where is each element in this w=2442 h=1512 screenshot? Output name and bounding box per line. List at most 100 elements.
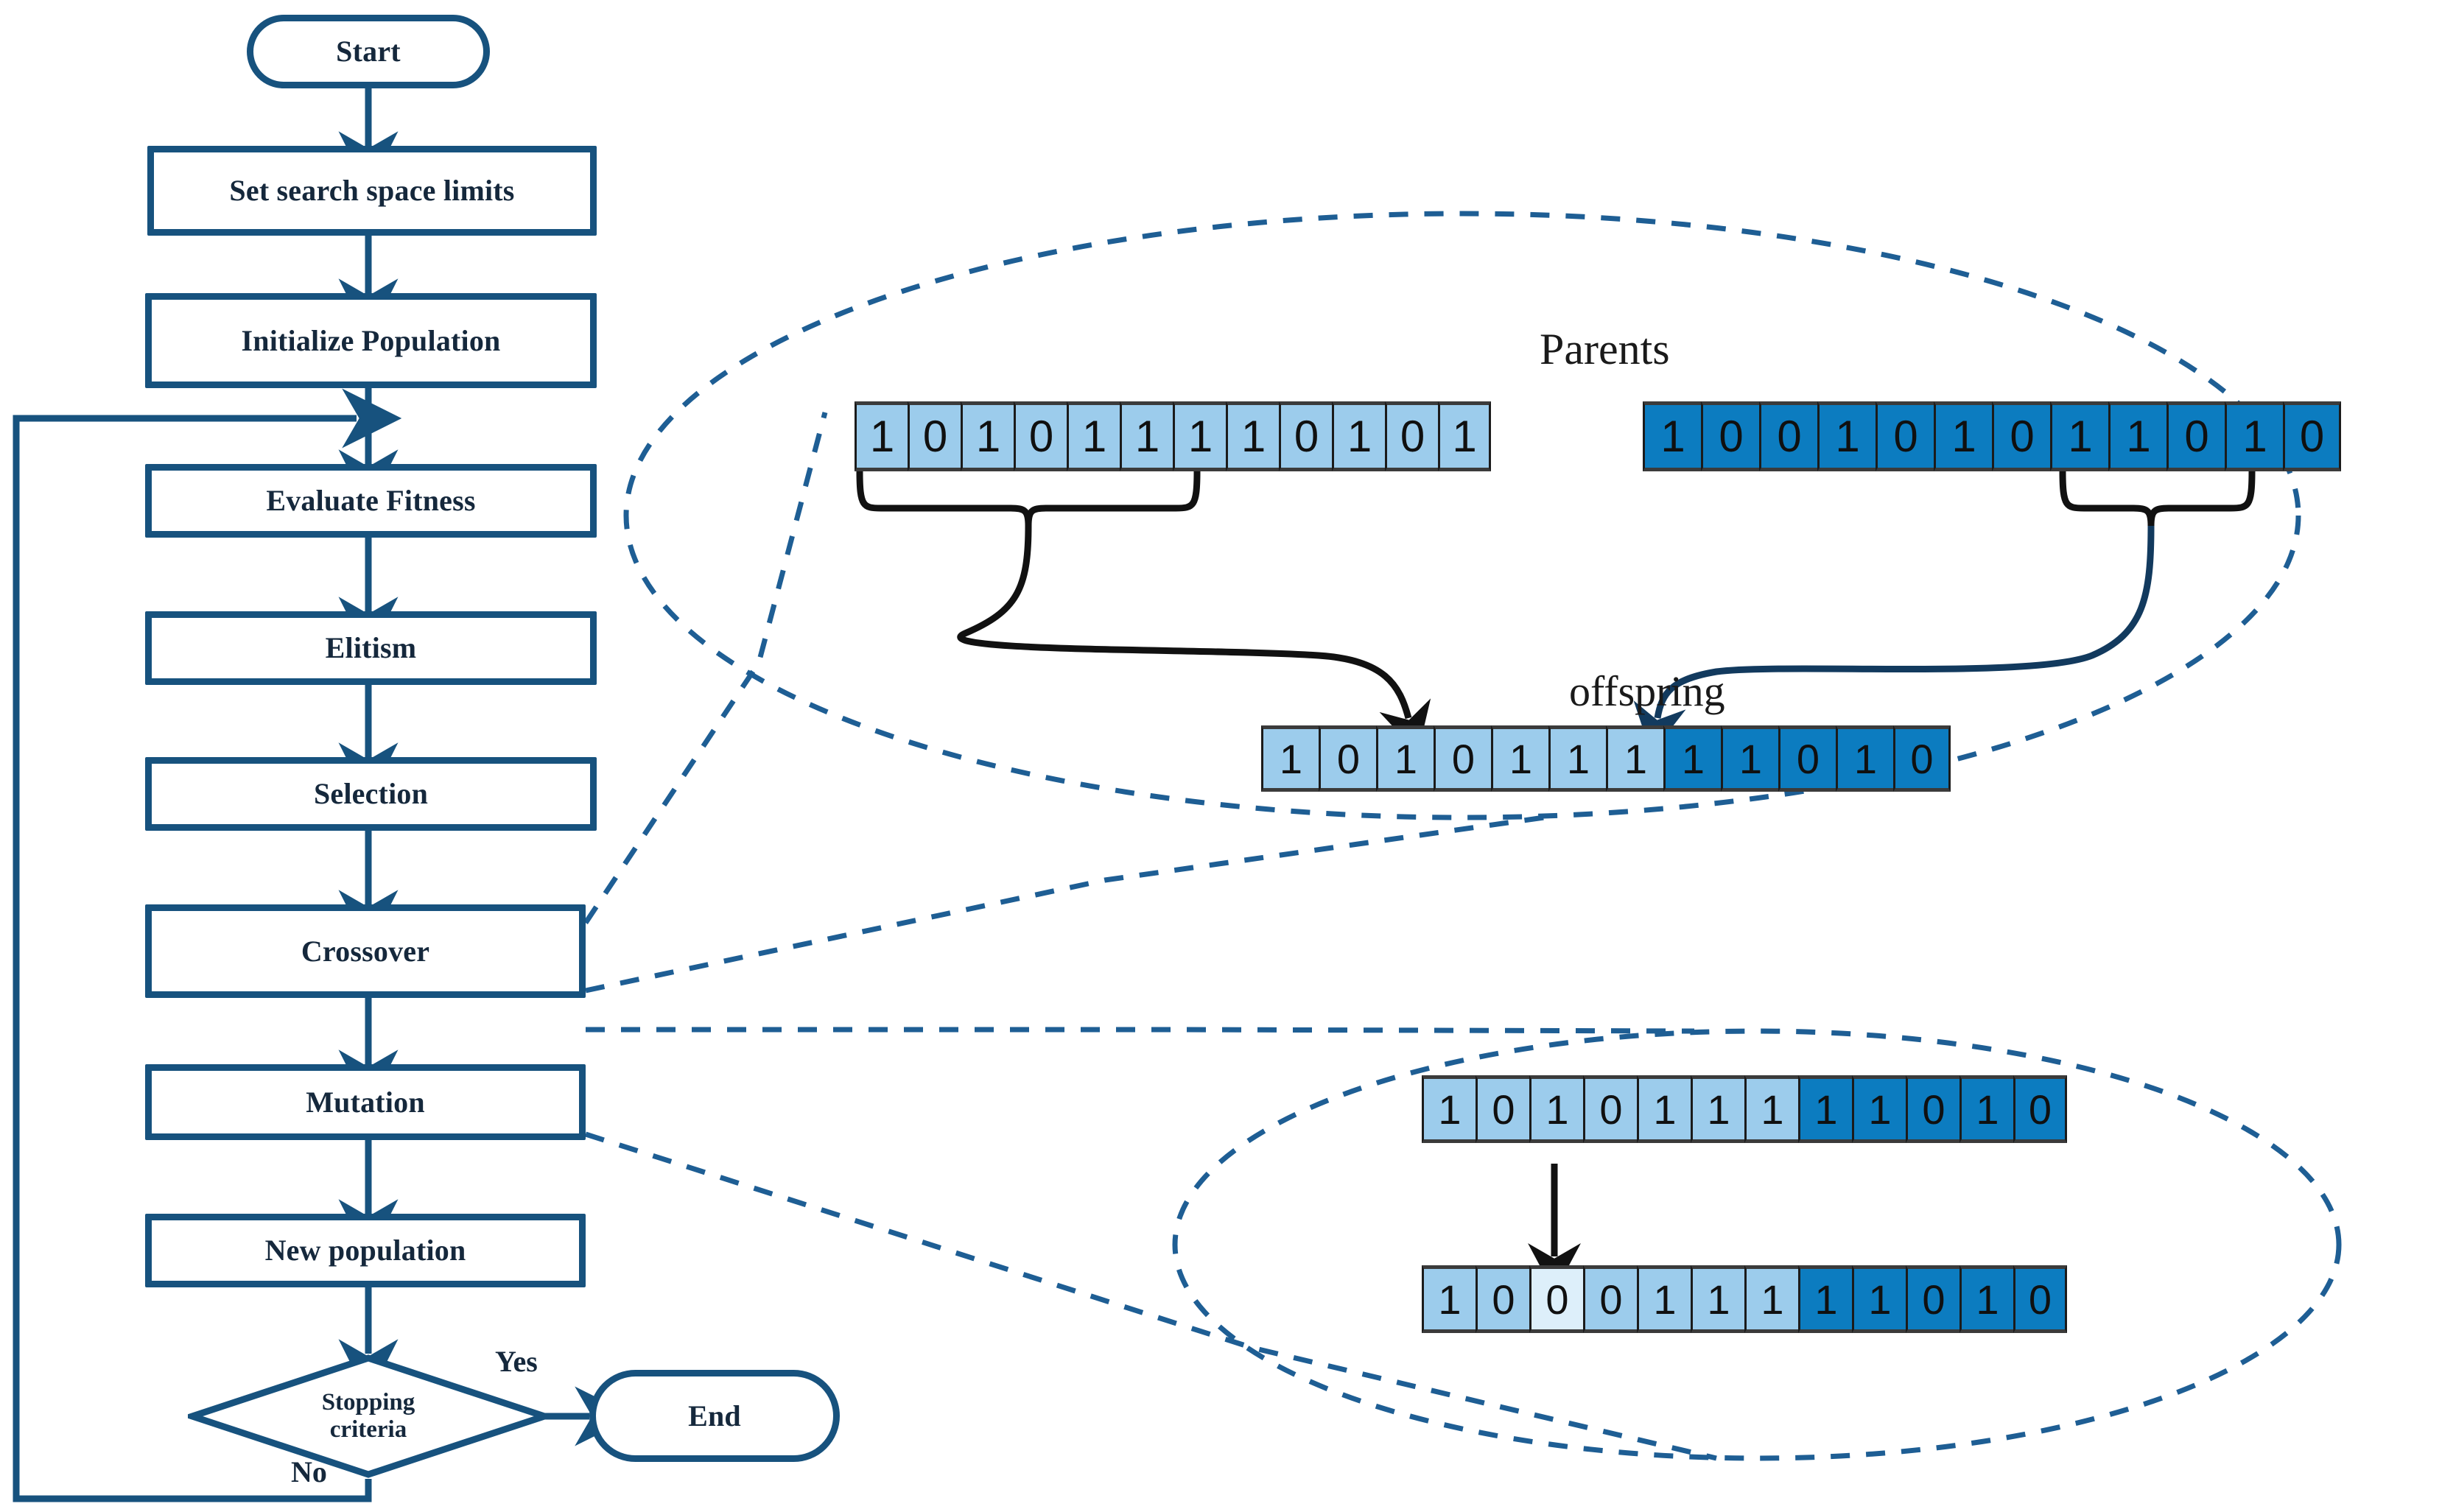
parent2-bit-6: 0 [1992,401,2050,471]
node-crossover[interactable]: Crossover [145,904,586,998]
node-selection-label: Selection [313,777,429,810]
parent1-bit-11: 1 [1438,401,1491,471]
parent2-bit-4: 0 [1876,401,1934,471]
mutation-after-bit-0: 1 [1422,1265,1476,1333]
node-end-label: End [688,1399,741,1432]
crossover-leader-bottom [585,813,1555,994]
parent1-bit-4: 1 [1067,401,1120,471]
node-newpop-label: New population [264,1234,466,1267]
offspring-bit-10: 1 [1836,725,1893,792]
parent2-bit-3: 1 [1817,401,1876,471]
mutation-after-bit-4: 1 [1637,1265,1691,1333]
parent1-bit-6: 1 [1173,401,1226,471]
node-crossover-label: Crossover [301,934,430,968]
parent2-bit-9: 0 [2166,401,2225,471]
offspring-label: offspring [1569,667,1725,716]
offspring-text: offspring [1569,667,1725,715]
node-init-label: Initialize Population [241,323,501,357]
offspring-bit-4: 1 [1491,725,1548,792]
parent2-to-offspring-arrow [1633,525,2155,754]
offspring-bit-6: 1 [1606,725,1663,792]
parent1-bit-1: 0 [908,401,961,471]
mutation-before-bit-11: 0 [2013,1075,2067,1143]
mutation-leader-top [586,1027,1695,1034]
parent1-bit-10: 0 [1385,401,1438,471]
mutation-before-bit-5: 1 [1691,1075,1744,1143]
offspring-bit-5: 1 [1548,725,1606,792]
mutation-before-bit-4: 1 [1637,1075,1691,1143]
mutation-after-bit-10: 1 [1959,1265,2013,1333]
parent1-to-offspring-arrow [957,525,1431,753]
parent1-bit-0: 1 [855,401,908,471]
parent1-bit-8: 0 [1279,401,1332,471]
parent2-bit-11: 0 [2283,401,2341,471]
mutation-after-bit-9: 0 [1906,1265,1959,1333]
mutation-before-bit-2: 1 [1529,1075,1583,1143]
mutation-before-bit-1: 0 [1476,1075,1529,1143]
mutation-after-bit-5: 1 [1691,1265,1744,1333]
mutation-before-bit-3: 0 [1583,1075,1637,1143]
offspring-bit-2: 1 [1376,725,1434,792]
parent1-bit-2: 1 [961,401,1014,471]
diamond-shape [188,1354,549,1478]
mutation-after-bit-6: 1 [1744,1265,1798,1333]
mutation-before-bit-9: 0 [1906,1075,1959,1143]
yes-text: Yes [495,1345,538,1378]
no-text: No [291,1455,327,1488]
parent1-brace [856,471,1201,527]
offspring-bit-8: 1 [1721,725,1778,792]
mutation-before-bit-7: 1 [1798,1075,1852,1143]
node-new-population[interactable]: New population [145,1214,586,1287]
node-elitism-label: Elitism [325,631,417,664]
parent2-bit-5: 1 [1934,401,1992,471]
mutation-after-bit-8: 1 [1852,1265,1906,1333]
node-initialize-population[interactable]: Initialize Population [145,293,597,388]
node-mutation-label: Mutation [306,1085,425,1119]
parent1-bit-9: 1 [1332,401,1385,471]
offspring-bit-11: 0 [1893,725,1951,792]
parent1-bit-7: 1 [1226,401,1279,471]
parents-label: Parents [1540,324,1670,375]
offspring-bit-3: 0 [1434,725,1491,792]
mutation-before-bit-8: 1 [1852,1075,1906,1143]
parent2-bit-1: 0 [1701,401,1759,471]
node-selection[interactable]: Selection [145,757,597,831]
node-evaluate-label: Evaluate Fitness [266,484,476,517]
parent2-bit-10: 1 [2225,401,2283,471]
mutation-after-bit-2: 0 [1529,1265,1583,1333]
mutation-after-bit-7: 1 [1798,1265,1852,1333]
parent2-bit-2: 0 [1759,401,1817,471]
mutation-after-bit-1: 0 [1476,1265,1529,1333]
node-start-label: Start [336,35,401,68]
crossover-leader-top [583,412,828,924]
mutation-before-bit-10: 1 [1959,1075,2013,1143]
node-end[interactable]: End [589,1370,840,1462]
parent2-bit-0: 1 [1643,401,1701,471]
node-set-search-space-limits[interactable]: Set search space limits [147,146,597,236]
node-limits-label: Set search space limits [229,174,515,207]
offspring-bit-7: 1 [1663,725,1721,792]
edge-label-no: No [291,1455,327,1489]
offspring-bit-9: 0 [1778,725,1836,792]
mutation-after-bit-3: 0 [1583,1265,1637,1333]
node-elitism[interactable]: Elitism [145,611,597,685]
mutation-before-bit-0: 1 [1422,1075,1476,1143]
edge-label-yes: Yes [495,1344,538,1379]
node-start[interactable]: Start [247,15,490,88]
node-mutation[interactable]: Mutation [145,1064,586,1140]
node-evaluate-fitness[interactable]: Evaluate Fitness [145,464,597,538]
parent2-bit-8: 1 [2108,401,2166,471]
offspring-bit-0: 1 [1261,725,1319,792]
mutation-before-bit-6: 1 [1744,1075,1798,1143]
parents-text: Parents [1540,325,1670,373]
offspring-bit-1: 0 [1319,725,1376,792]
mutation-after-bit-11: 0 [2013,1265,2067,1333]
parent2-bit-7: 1 [2050,401,2108,471]
parent2-brace [2059,471,2256,527]
